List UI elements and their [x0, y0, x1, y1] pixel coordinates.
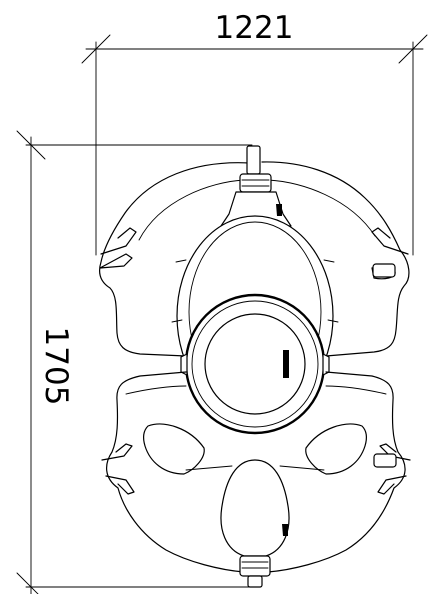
strap-buckle-lower-right	[373, 453, 397, 468]
chin-logo-mark	[282, 524, 288, 536]
ear-clip-lower-left	[101, 443, 135, 495]
height-dimension: 1705	[16, 130, 253, 594]
height-tick-bottom	[16, 572, 39, 594]
filter-ring-outer	[184, 293, 326, 435]
chin-valve-housing	[220, 459, 290, 557]
width-dimension: 1221	[81, 10, 428, 256]
lower-shell-outline	[106, 371, 406, 573]
width-tick-left	[81, 34, 111, 64]
height-label: 1705	[38, 327, 74, 406]
top-valve-body	[239, 173, 272, 193]
filter-logo-mark	[283, 350, 289, 378]
upper-shell-outline	[98, 161, 410, 357]
top-valve-stem	[246, 145, 261, 175]
cheek-connector-lines	[185, 465, 325, 471]
width-tick-right	[398, 34, 428, 64]
strap-buckle-upper-right	[372, 263, 396, 278]
cheek-window-right	[305, 423, 368, 475]
lower-shell-seam	[125, 385, 387, 395]
filter-ring-mid	[191, 300, 319, 428]
chin-valve-stem	[247, 575, 263, 588]
cheek-window-left	[142, 423, 205, 475]
ear-clip-lower-right	[377, 443, 411, 495]
width-label: 1221	[215, 10, 294, 46]
mask-outline-drawing	[98, 145, 411, 588]
top-logo-mark	[276, 204, 282, 216]
upper-shell-inner-line	[138, 179, 376, 241]
top-valve-housing	[220, 191, 292, 227]
visor-side-marks	[171, 259, 339, 323]
height-tick-top	[16, 130, 46, 160]
filter-cap	[204, 313, 306, 415]
ear-clip-upper-left	[99, 227, 137, 269]
chin-valve-body	[239, 555, 271, 577]
